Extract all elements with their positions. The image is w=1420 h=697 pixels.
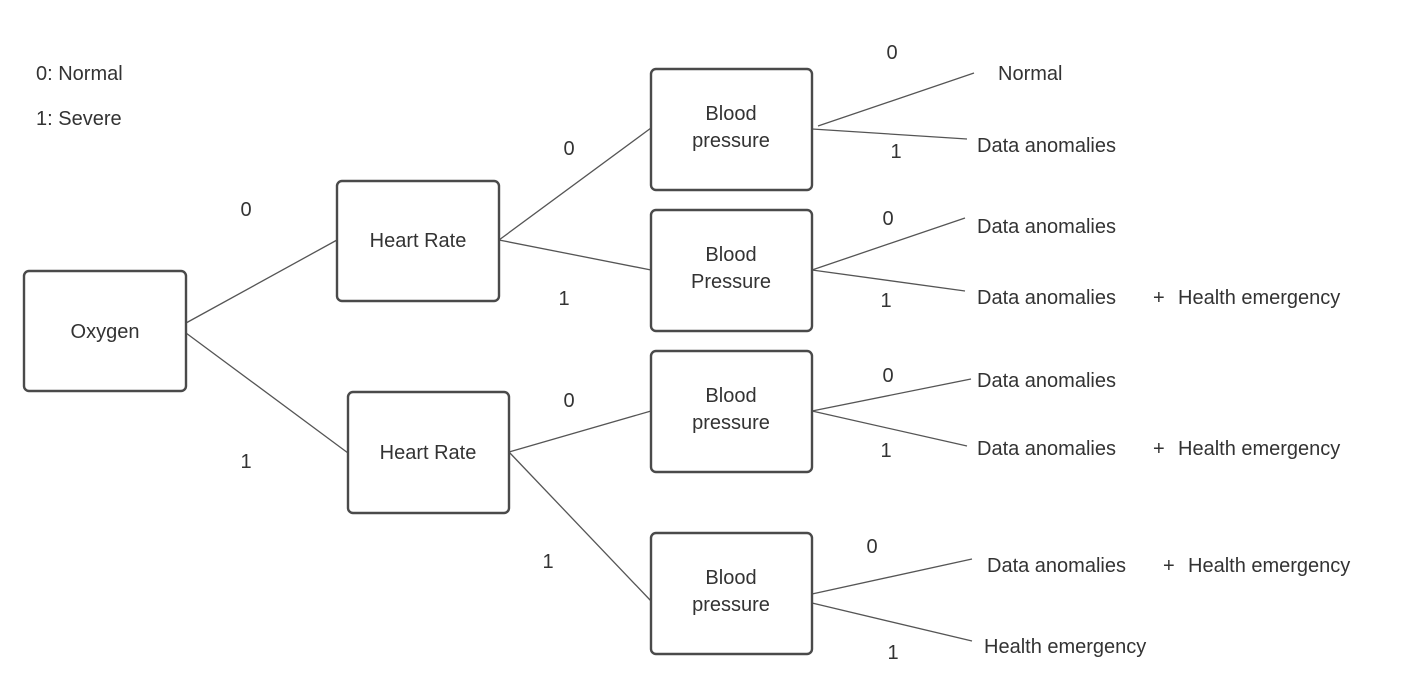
edge-label-bp3-0: 0 — [882, 365, 893, 387]
edge-label-bp4-1: 1 — [887, 642, 898, 664]
node-blood-pressure-3: Blood pressure — [649, 349, 814, 474]
outcome-2: Data anomalies — [977, 135, 1116, 157]
edge-label-hr-top-0: 0 — [563, 138, 574, 160]
outcome-7-plus: + — [1163, 555, 1175, 577]
outcome-4-emergency: Health emergency — [1178, 287, 1340, 309]
outcome-4-plus: + — [1153, 287, 1165, 309]
node-oxygen: Oxygen — [22, 269, 188, 393]
edge-label-oxygen-0: 0 — [240, 199, 251, 221]
legend-normal: 0: Normal — [36, 63, 123, 85]
node-bp3-line1: Blood — [705, 385, 756, 407]
edge-label-hr-bottom-0: 0 — [563, 390, 574, 412]
outcome-6-anomalies: Data anomalies — [977, 438, 1116, 460]
node-bp3-line2: pressure — [692, 412, 770, 434]
legend-severe: 1: Severe — [36, 108, 122, 130]
edge-hr-top-to-bp1 — [498, 127, 652, 241]
outcome-7-anomalies: Data anomalies — [987, 555, 1126, 577]
node-heart-rate-bottom: Heart Rate — [346, 390, 511, 515]
edge-label-bp2-0: 0 — [882, 208, 893, 230]
outcome-1: Normal — [998, 63, 1062, 85]
node-oxygen-label: Oxygen — [71, 321, 140, 343]
outcome-8: Health emergency — [984, 636, 1146, 658]
node-blood-pressure-1: Blood pressure — [649, 67, 814, 192]
outcome-6-emergency: Health emergency — [1178, 438, 1340, 460]
outcome-6-plus: + — [1153, 438, 1165, 460]
node-heart-rate-top: Heart Rate — [335, 179, 501, 303]
node-bp4-line2: pressure — [692, 594, 770, 616]
edges — [185, 72, 975, 642]
edge-hr-bottom-to-bp4 — [508, 451, 652, 602]
edge-bp4-0 — [811, 558, 973, 595]
edge-hr-bottom-to-bp3 — [508, 410, 652, 453]
edge-label-bp1-1: 1 — [890, 141, 901, 163]
edge-label-hr-bottom-1: 1 — [542, 551, 553, 573]
edge-label-hr-top-1: 1 — [558, 288, 569, 310]
node-blood-pressure-4: Blood pressure — [649, 531, 814, 656]
node-bp2-line1: Blood — [705, 244, 756, 266]
edge-oxygen-to-heart-rate-bottom — [185, 332, 349, 454]
node-bp2-line2: Pressure — [691, 271, 771, 293]
edge-label-bp2-1: 1 — [880, 290, 891, 312]
edge-label-bp1-0: 0 — [886, 42, 897, 64]
edge-bp3-0 — [811, 378, 972, 412]
edge-labels: 0 1 0 1 0 1 0 1 0 1 0 1 0 1 — [240, 42, 901, 664]
edge-hr-top-to-bp2 — [498, 239, 652, 271]
node-bp1-line2: pressure — [692, 130, 770, 152]
edge-bp1-1 — [811, 128, 968, 140]
outcome-7-emergency: Health emergency — [1188, 555, 1350, 577]
edge-oxygen-to-heart-rate-top — [185, 239, 338, 324]
edge-label-oxygen-1: 1 — [240, 451, 251, 473]
outcome-5: Data anomalies — [977, 370, 1116, 392]
edge-bp2-0 — [811, 217, 966, 271]
edge-bp3-1 — [811, 410, 968, 447]
legend: 0: Normal 1: Severe — [36, 63, 123, 130]
node-heart-rate-bottom-label: Heart Rate — [380, 442, 477, 464]
node-bp1-line1: Blood — [705, 103, 756, 125]
edge-bp2-1 — [811, 269, 966, 292]
outcome-3: Data anomalies — [977, 216, 1116, 238]
outcomes: Normal Data anomalies Data anomalies Dat… — [977, 63, 1350, 658]
edge-bp4-1 — [811, 602, 973, 642]
node-heart-rate-top-label: Heart Rate — [370, 230, 467, 252]
edge-bp1-0 — [817, 72, 975, 127]
outcome-4-anomalies: Data anomalies — [977, 287, 1116, 309]
edge-label-bp3-1: 1 — [880, 440, 891, 462]
node-blood-pressure-2: Blood Pressure — [649, 208, 814, 333]
node-bp4-line1: Blood — [705, 567, 756, 589]
edge-label-bp4-0: 0 — [866, 536, 877, 558]
